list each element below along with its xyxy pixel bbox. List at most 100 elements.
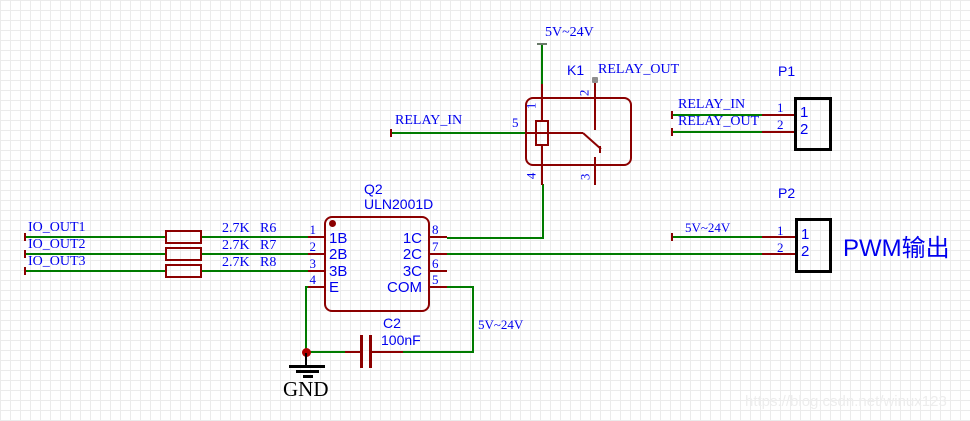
wire-p2-power[interactable] — [672, 236, 762, 238]
p2-body[interactable] — [795, 218, 832, 273]
p2-pin1-stub — [762, 236, 795, 238]
wire-r6-to-pin1[interactable] — [202, 236, 308, 238]
wire-com-vertical[interactable] — [472, 286, 474, 353]
p2-pin2-num-inside: 2 — [801, 243, 810, 260]
p1-pin2-num-outside: 2 — [777, 117, 784, 132]
r7-ref[interactable]: R7 — [260, 238, 277, 253]
chip-designator[interactable]: Q2 — [364, 181, 383, 197]
relay-pin5-line — [525, 132, 583, 134]
p1-wire2-terminal — [671, 128, 673, 136]
wire-1c-to-relay[interactable] — [447, 237, 544, 239]
wire-r8-to-pin3[interactable] — [202, 270, 308, 272]
r7-value[interactable]: 2.7K — [222, 238, 250, 253]
net-label-power-top[interactable]: 5V~24V — [545, 25, 594, 40]
resistor-r8[interactable] — [165, 264, 202, 278]
chip-pin-num-7: 7 — [432, 239, 439, 254]
p2-pin1-net[interactable]: 5V~24V — [685, 220, 731, 235]
p1-pin1-num-outside: 1 — [777, 100, 784, 115]
r8-value[interactable]: 2.7K — [222, 255, 250, 270]
p2-annotation[interactable]: PWM输出 — [843, 235, 950, 262]
net-label-io-out1[interactable]: IO_OUT1 — [28, 220, 86, 235]
wire-p1-relay-in[interactable] — [672, 114, 762, 116]
p1-pin1-net[interactable]: RELAY_IN — [678, 97, 746, 112]
wire-relay-in[interactable] — [391, 132, 525, 134]
net-label-relay-in[interactable]: RELAY_IN — [395, 113, 463, 128]
wire-p1-relay-out[interactable] — [672, 131, 762, 133]
wire-gnd-to-cap[interactable] — [305, 351, 345, 353]
relay-contact-bottom-line — [594, 157, 596, 185]
wire-2c-to-p2[interactable] — [447, 253, 762, 255]
net-label-io-out2[interactable]: IO_OUT2 — [28, 237, 86, 252]
cap-plate-right[interactable] — [369, 335, 372, 368]
cap-right-lead — [372, 351, 403, 353]
chip-pin5-stub — [428, 286, 447, 288]
chip-part-number[interactable]: ULN2001D — [364, 196, 434, 212]
chip-pin-num-5: 5 — [432, 272, 439, 287]
chip-pin3-stub — [308, 270, 324, 272]
gnd-junction-dot — [302, 348, 311, 357]
chip-pin-num-1: 1 — [309, 222, 317, 237]
wire-relay-coil-bottom[interactable] — [542, 184, 544, 239]
chip-pin2-stub — [308, 253, 324, 255]
resistor-r7[interactable] — [165, 247, 202, 261]
chip-pin-name-2c: 2C — [402, 246, 422, 263]
relay-coil-top-line — [541, 84, 543, 121]
p1-pin1-stub — [762, 114, 794, 116]
wire-com-horizontal[interactable] — [447, 286, 474, 288]
io-out2-terminal — [24, 250, 26, 258]
chip-pin-name-2b: 2B — [329, 246, 348, 263]
wire-io-out2[interactable] — [25, 253, 165, 255]
r8-ref[interactable]: R8 — [260, 255, 277, 270]
chip-pin-name-3c: 3C — [402, 263, 422, 280]
gnd-symbol-stem — [305, 353, 307, 366]
relay-body[interactable] — [525, 97, 632, 166]
resistor-r6[interactable] — [165, 230, 202, 244]
wire-r7-to-pin2[interactable] — [202, 253, 308, 255]
chip-pin1-stub — [308, 236, 324, 238]
chip-pin-name-e: E — [329, 279, 340, 296]
cap-value[interactable]: 100nF — [381, 332, 421, 348]
p2-designator[interactable]: P2 — [778, 185, 796, 201]
cap-plate-left[interactable] — [360, 335, 363, 368]
p1-pin2-stub — [762, 131, 794, 133]
p2-pin2-num-outside: 2 — [777, 240, 784, 255]
chip-pin6-stub — [428, 270, 447, 272]
relay-pin-contact-bottom: 3 — [577, 173, 593, 181]
gnd-label[interactable]: GND — [283, 377, 329, 401]
r6-ref[interactable]: R6 — [260, 221, 277, 236]
relay-contact-top-line — [594, 81, 596, 130]
p1-designator[interactable]: P1 — [778, 63, 796, 79]
p1-pin1-num-inside: 1 — [800, 104, 809, 121]
cap-designator[interactable]: C2 — [383, 315, 401, 331]
relay-pin-coil-top: 1 — [523, 102, 539, 110]
chip-pin-name-3b: 3B — [329, 263, 348, 280]
chip-pin-num-2: 2 — [309, 239, 317, 254]
gnd-symbol-bar2 — [296, 370, 319, 373]
wire-cap-to-com[interactable] — [403, 351, 474, 353]
net-label-io-out3[interactable]: IO_OUT3 — [28, 254, 86, 269]
io-out3-terminal — [24, 267, 26, 275]
chip-body[interactable] — [324, 216, 430, 312]
watermark: https://blog.csdn.net/winux123 — [745, 393, 947, 410]
net-label-relay-out[interactable]: RELAY_OUT — [598, 62, 680, 77]
relay-coil — [535, 120, 549, 146]
r6-value[interactable]: 2.7K — [222, 221, 250, 236]
cap-left-lead — [345, 351, 360, 353]
power-top-terminal — [537, 43, 547, 45]
net-label-cap-power[interactable]: 5V~24V — [478, 317, 524, 332]
io-out1-terminal — [24, 233, 26, 241]
relay-pin2-terminal — [592, 77, 598, 83]
chip-pin-num-3: 3 — [309, 256, 317, 271]
p1-pin2-net[interactable]: RELAY_OUT — [678, 114, 760, 129]
p2-pin2-stub — [762, 253, 795, 255]
relay-designator[interactable]: K1 — [567, 62, 585, 78]
wire-io-out3[interactable] — [25, 270, 165, 272]
relay-pin-coil-in: 5 — [512, 115, 519, 130]
wire-io-out1[interactable] — [25, 236, 165, 238]
wire-e-to-gnd[interactable] — [305, 286, 307, 353]
chip-pin-num-8: 8 — [432, 222, 439, 237]
p1-body[interactable] — [794, 97, 832, 151]
wire-power-top[interactable] — [541, 44, 543, 84]
relay-pin-contact-top: 2 — [576, 89, 592, 97]
